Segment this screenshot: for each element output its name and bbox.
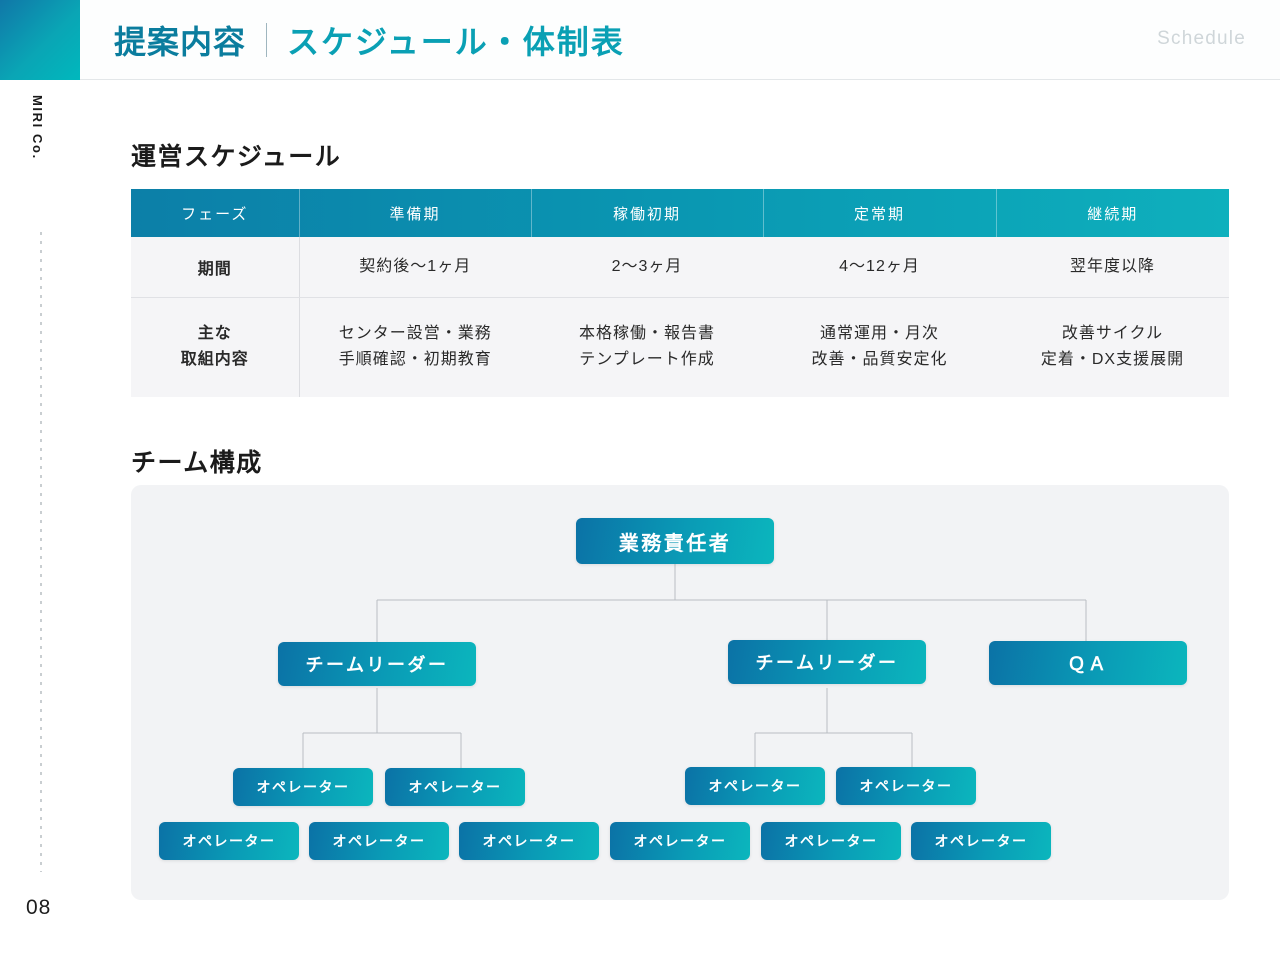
- org-node-root[interactable]: 業務責任者: [576, 518, 774, 564]
- table-row: 期間 契約後〜1ヶ月 2〜3ヶ月 4〜12ヶ月 翌年度以降: [131, 237, 1229, 298]
- org-node-operator-a2[interactable]: オペレーター: [385, 768, 525, 806]
- title-divider: [266, 23, 268, 57]
- schedule-table-head: フェーズ 準備期 稼働初期 定常期 継続期: [131, 189, 1229, 237]
- org-node-qa[interactable]: ＱＡ: [989, 641, 1187, 685]
- page-title: 提案内容 スケジュール・体制表: [114, 17, 625, 63]
- schedule-table-body: 期間 契約後〜1ヶ月 2〜3ヶ月 4〜12ヶ月 翌年度以降 主な 取組内容: [131, 237, 1229, 397]
- section-title-schedule: 運営スケジュール: [131, 143, 342, 171]
- page-title-main: 提案内容: [114, 24, 247, 60]
- org-node-operator-b1[interactable]: オペレーター: [685, 767, 825, 805]
- org-node-operator-b2[interactable]: オペレーター: [836, 767, 976, 805]
- col-header-prep: 準備期: [299, 189, 532, 237]
- cell-tasks-prep: センター設営・業務 手順確認・初期教育: [299, 297, 531, 397]
- col-header-steady: 定常期: [763, 189, 997, 237]
- cell-period-prep: 契約後〜1ヶ月: [299, 237, 531, 298]
- header-accent-block: [0, 0, 80, 80]
- cell-tasks-steady: 通常運用・月次 改善・品質安定化: [763, 297, 996, 397]
- header-eyebrow: Schedule: [1157, 28, 1246, 49]
- cell-tasks-launch: 本格稼働・報告書 テンプレート作成: [531, 297, 763, 397]
- rail-dotted-line: [40, 232, 42, 872]
- col-header-phase: フェーズ: [131, 189, 300, 237]
- org-node-operator-c5[interactable]: オペレーター: [761, 822, 901, 860]
- cell-period-launch: 2〜3ヶ月: [531, 237, 763, 298]
- page-title-sub: スケジュール・体制表: [287, 24, 625, 60]
- table-row: 主な 取組内容 センター設営・業務 手順確認・初期教育 本格稼働・報告書 テンプ…: [131, 297, 1229, 397]
- schedule-table: フェーズ 準備期 稼働初期 定常期 継続期 期間 契約後〜1ヶ月 2〜3ヶ月 4…: [131, 189, 1229, 397]
- header-band: [80, 0, 1280, 80]
- org-node-operator-a1[interactable]: オペレーター: [233, 768, 373, 806]
- cell-period-steady: 4〜12ヶ月: [763, 237, 996, 298]
- page-number: 08: [26, 896, 52, 919]
- col-header-ongoing: 継続期: [1087, 205, 1139, 223]
- row-label-tasks: 主な 取組内容: [131, 297, 300, 397]
- table-header-row: フェーズ 準備期 稼働初期 定常期 継続期: [131, 189, 1229, 237]
- col-header-launch: 稼働初期: [531, 189, 764, 237]
- org-node-operator-c6[interactable]: オペレーター: [911, 822, 1051, 860]
- cell-period-ongoing: 翌年度以降: [996, 237, 1229, 298]
- brand-label: MIRI Co.: [30, 95, 45, 160]
- row-label-period: 期間: [131, 237, 300, 298]
- org-node-team-leader-1[interactable]: チームリーダー: [278, 642, 476, 686]
- org-node-team-leader-2[interactable]: チームリーダー: [728, 640, 926, 684]
- org-node-operator-c4[interactable]: オペレーター: [610, 822, 750, 860]
- section-title-team: チーム構成: [131, 449, 263, 477]
- cell-tasks-ongoing: 改善サイクル 定着・DX支援展開: [996, 297, 1229, 397]
- org-node-operator-c3[interactable]: オペレーター: [459, 822, 599, 860]
- org-node-operator-c1[interactable]: オペレーター: [159, 822, 299, 860]
- org-node-operator-c2[interactable]: オペレーター: [309, 822, 449, 860]
- org-chart-panel: 業務責任者 チームリーダー チームリーダー ＱＡ オペレーター オペレーター オ…: [131, 485, 1229, 900]
